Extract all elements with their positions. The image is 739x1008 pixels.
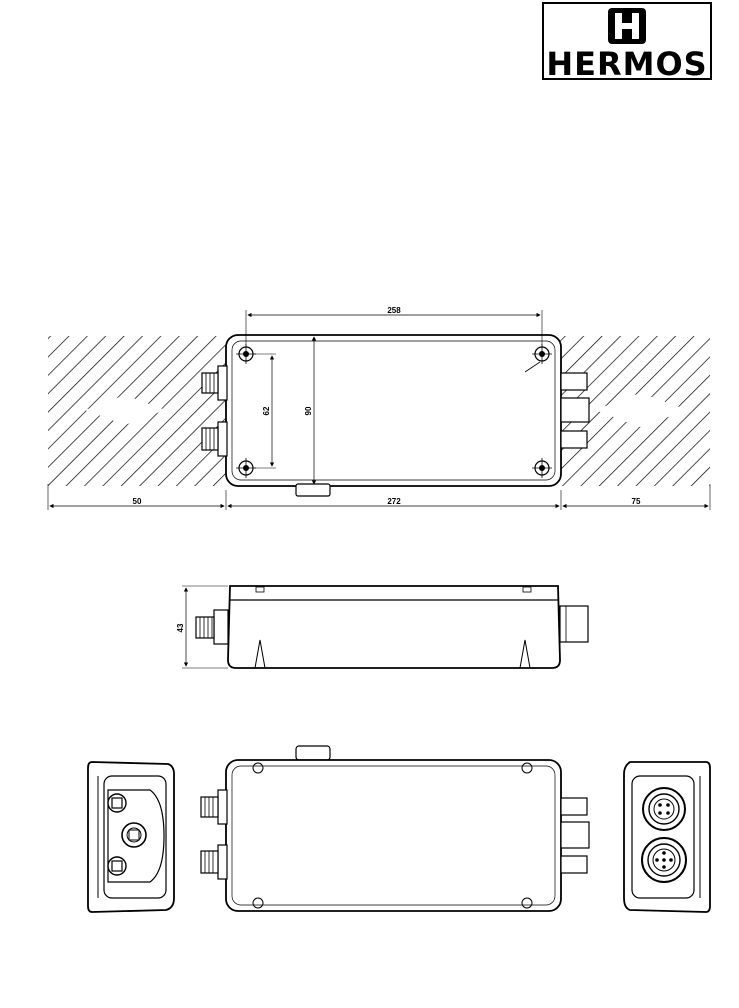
top-view: 258 62 90 50 272 75 (48, 306, 710, 510)
port-icon (108, 794, 126, 812)
dimension-label: 90 (304, 406, 313, 415)
port-icon (122, 823, 146, 847)
round-connector-icon (643, 788, 685, 830)
dimension-label: 50 (133, 497, 142, 506)
port-icon (108, 857, 126, 875)
dimension-chain-bottom: 50 272 75 (48, 484, 710, 510)
dimension-label: 75 (632, 497, 641, 506)
connector-right (561, 373, 589, 448)
side-view: 43 (176, 586, 588, 668)
dimension-label: 62 (262, 406, 271, 415)
hatched-wall-left (48, 336, 226, 486)
end-view-left (88, 762, 174, 912)
enclosure-top (226, 335, 561, 486)
dimension-label: 43 (176, 623, 185, 632)
end-view-right (624, 762, 710, 912)
bottom-tab (296, 484, 330, 496)
dimension-label: 272 (387, 497, 401, 506)
dimension-label: 258 (387, 306, 401, 315)
round-connector-icon (642, 838, 686, 882)
bottom-view (201, 746, 589, 911)
